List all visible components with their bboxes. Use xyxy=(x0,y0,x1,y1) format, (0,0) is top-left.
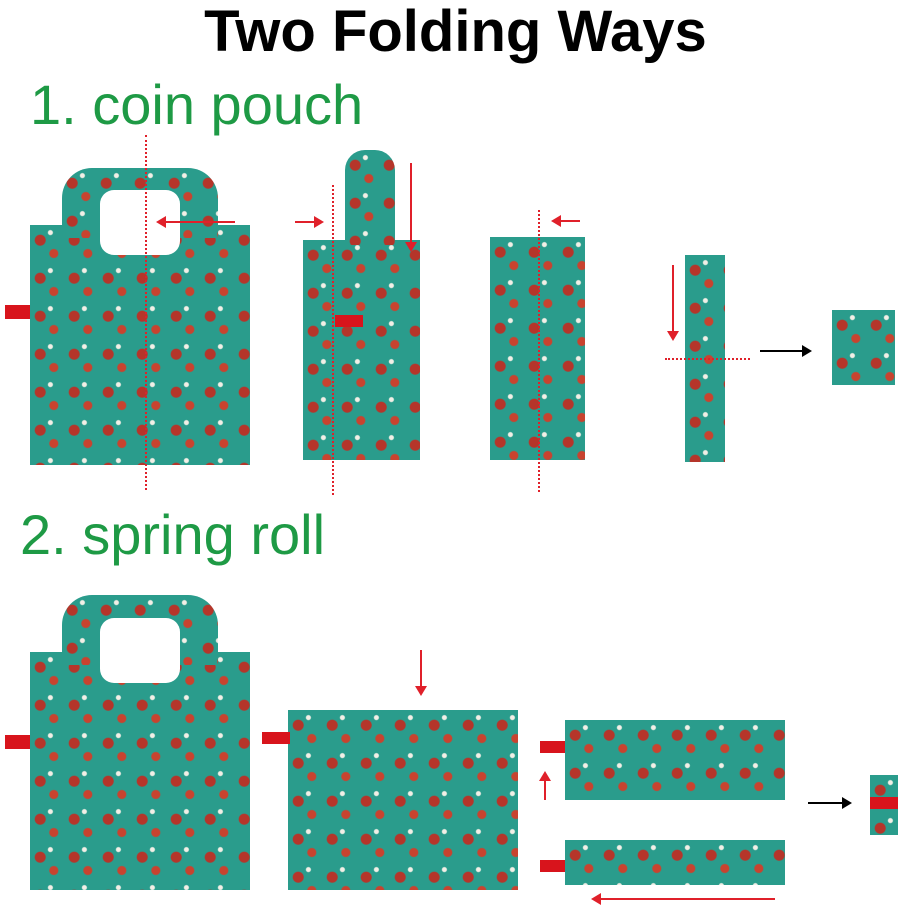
coin-pouch-result xyxy=(832,310,895,385)
fold-line xyxy=(538,210,540,492)
red-tab xyxy=(5,305,30,319)
red-tab xyxy=(540,741,565,753)
bag-body xyxy=(30,225,250,465)
red-tab xyxy=(262,732,290,744)
arrow-down-icon xyxy=(405,163,417,252)
section-spring-roll-label: 2. spring roll xyxy=(20,503,326,566)
handle-opening xyxy=(100,618,180,683)
rolled-strip xyxy=(565,840,785,885)
folded-bag xyxy=(288,710,518,890)
arrow-left-icon xyxy=(551,215,580,227)
arrow-down-icon xyxy=(667,265,679,341)
arrow-right-icon xyxy=(760,345,812,357)
bag-handles xyxy=(62,168,218,238)
arrow-up-icon xyxy=(539,771,551,800)
red-tab xyxy=(335,315,363,327)
red-tab xyxy=(5,735,30,749)
fold-line xyxy=(145,135,147,490)
bag-strap xyxy=(345,150,395,245)
bag-body xyxy=(303,240,420,460)
section-coin-pouch-label: 1. coin pouch xyxy=(30,73,364,136)
arrow-right-icon xyxy=(808,797,852,809)
folded-bag xyxy=(490,237,585,460)
fold-line xyxy=(665,358,750,360)
arrow-left-icon xyxy=(156,216,235,228)
bag-body xyxy=(30,652,250,890)
arrow-left-icon xyxy=(591,893,775,905)
folded-strip xyxy=(565,720,785,800)
red-band xyxy=(870,797,898,809)
arrow-right-icon xyxy=(295,216,324,228)
page-title: Two Folding Ways xyxy=(204,0,707,64)
arrow-down-icon xyxy=(415,650,427,696)
red-tab xyxy=(540,860,565,872)
fold-line xyxy=(332,185,334,495)
